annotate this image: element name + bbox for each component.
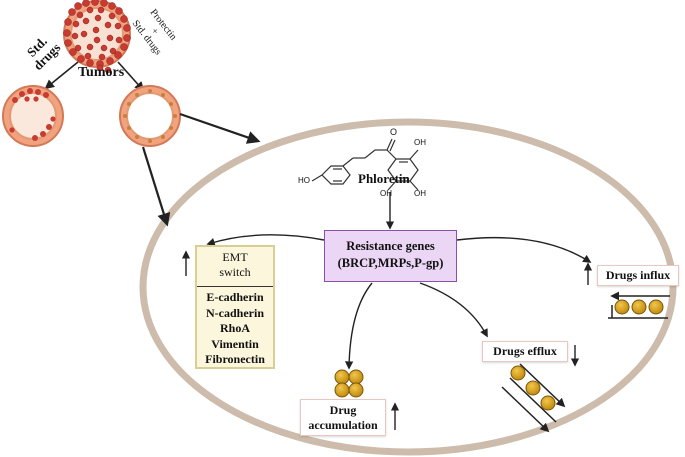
tumors-label: Tumors [78,65,125,80]
drugs-influx-label: Drugs influx [597,265,679,286]
atom-oh-bottom-right: OH [414,189,426,198]
arrow-to-cell-top [179,112,261,144]
emt-marker: E-cadherin [206,290,264,304]
arrow-resistance-to-emt [206,234,325,247]
resistance-genes-box: Resistance genes (BRCP,MRPs,P-gp) [324,230,457,282]
atom-carbonyl-o: O [390,127,398,137]
arrow-to-cell-left [141,146,171,227]
tumor-std-drugs [2,85,64,147]
arrow-to-std-drugs [44,61,79,90]
influx-channel [608,291,670,319]
resistance-title: Resistance genes [346,239,435,253]
emt-marker: Fibronectin [205,352,265,366]
emt-title-line1: EMT [222,250,248,264]
efflux-channel [501,363,566,433]
emt-markers-list: E-cadherin N-cadherin RhoA Vimentin Fibr… [197,290,273,368]
accumulated-drugs [334,369,364,398]
phloretin-label: Phloretin [358,171,410,186]
arrow-to-combo [117,61,145,92]
emt-title-line2: switch [219,265,251,279]
arrow-resistance-to-efflux [419,282,488,338]
emt-marker: Vimentin [211,336,259,351]
emt-switch-box: EMT switch E-cadherin N-cadherin RhoA Vi… [195,245,275,369]
atom-oh-top-right: OH [414,138,426,147]
drugs-efflux-label: Drugs efflux [482,341,568,362]
atom-oh-bottom-left: OH [380,189,392,198]
phloretin-structure [311,138,419,191]
tumor-main [63,0,131,74]
cell-membrane [139,118,677,456]
arrow-resistance-to-accumulation [344,282,373,370]
resistance-genes: (BRCP,MRPs,P-gp) [337,256,444,270]
emt-marker: N-cadherin [206,305,264,320]
atom-ho-left: HO [298,176,310,185]
arrow-resistance-to-influx [456,236,592,263]
tumor-combination [119,85,181,147]
emt-divider [197,286,273,287]
drug-accumulation-label: Drug accumulation [300,399,386,436]
emt-marker: RhoA [219,321,250,335]
